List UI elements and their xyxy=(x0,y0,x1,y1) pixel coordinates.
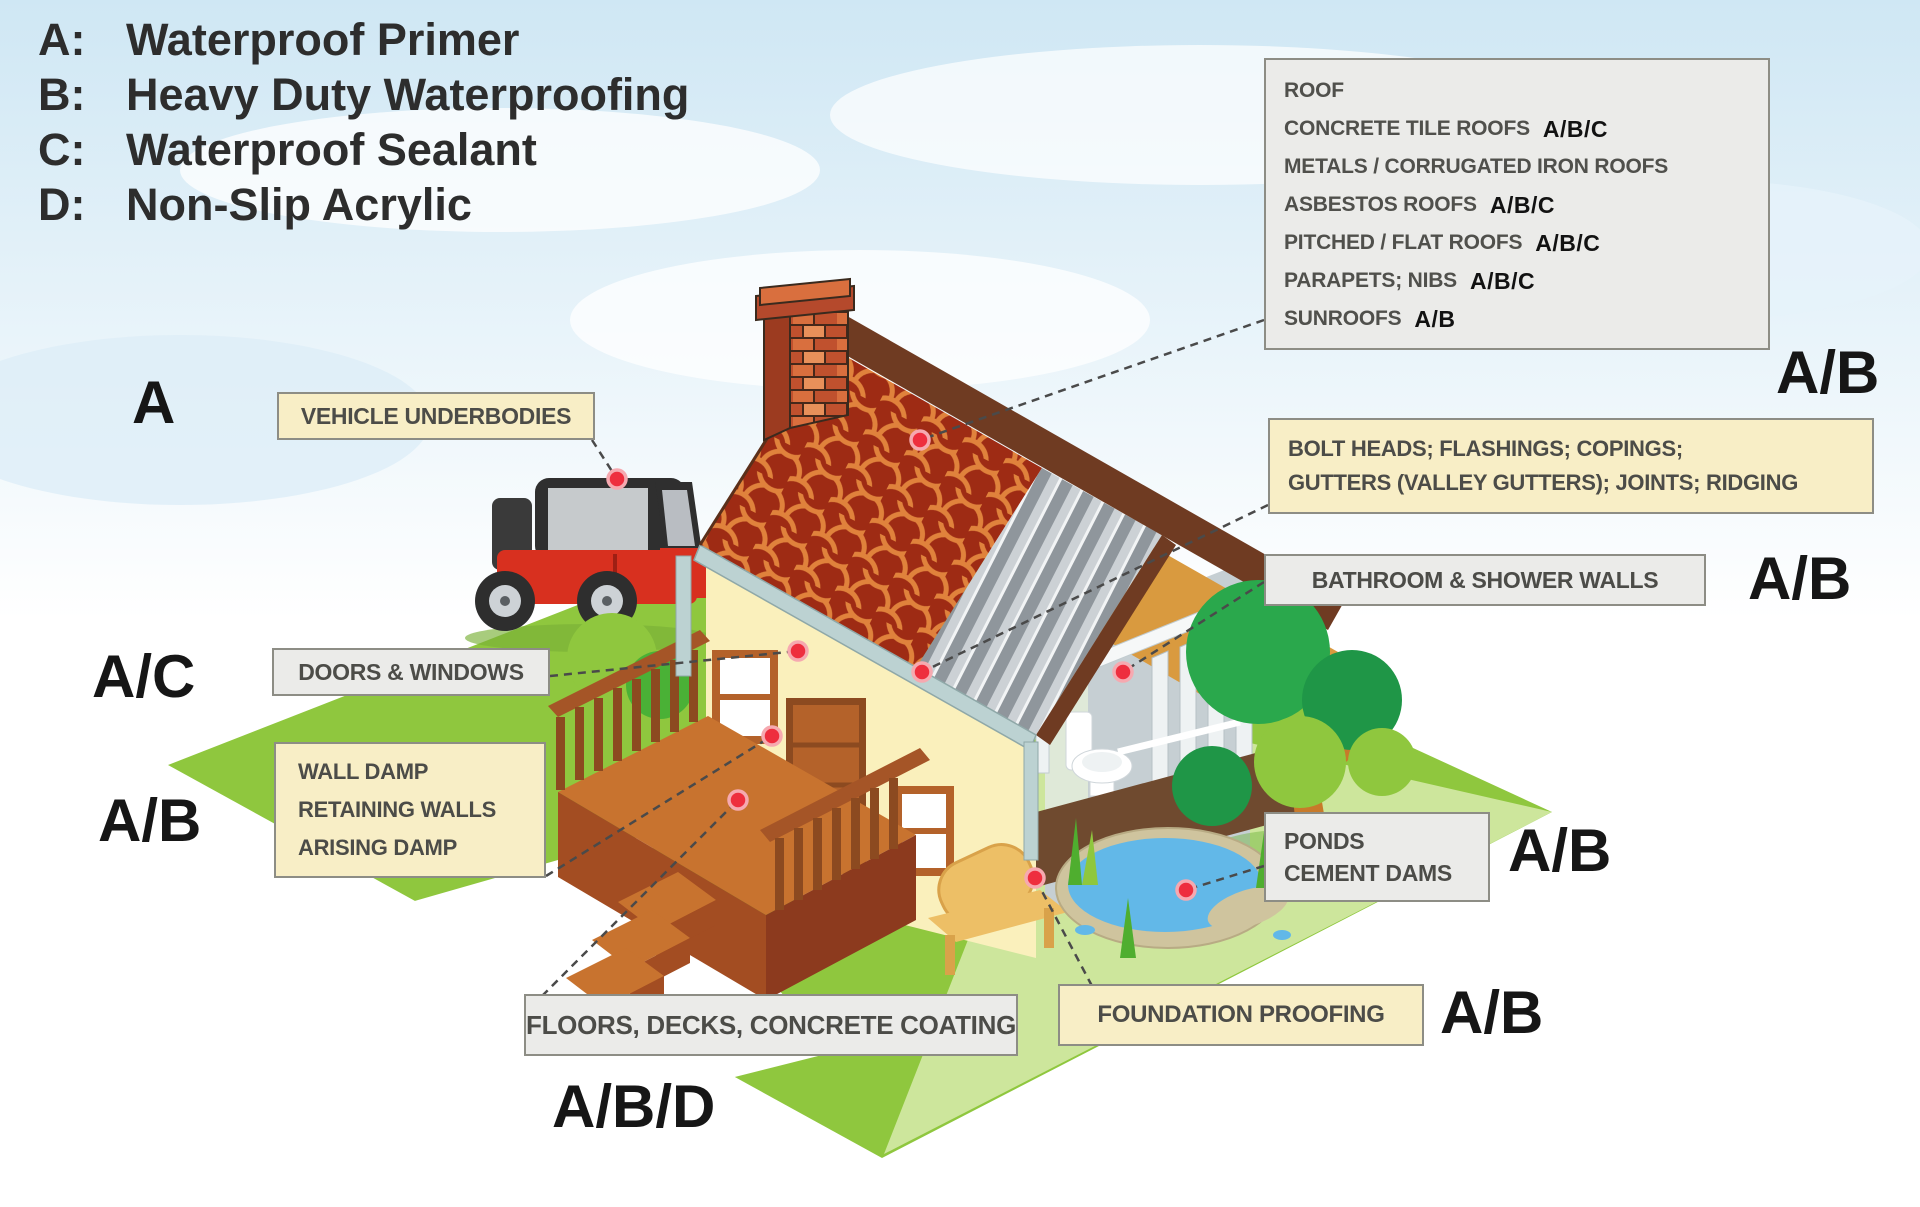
callout-ponds: PONDS CEMENT DAMS xyxy=(1264,812,1490,902)
roof-panel-row: METALS / CORRUGATED IRON ROOFS xyxy=(1284,155,1669,178)
legend-key: D: xyxy=(38,178,86,230)
code-bathroom: A/B xyxy=(1748,545,1852,612)
downpipe-mid xyxy=(1023,741,1039,861)
legend-key: C: xyxy=(38,123,86,175)
leader-lines xyxy=(541,318,1269,997)
legend-item: A: Waterproof Primer xyxy=(38,12,689,67)
roof-panel-row: PARAPETS; NIBS A/B/C xyxy=(1284,267,1536,294)
roof-panel-row: SUNROOFS A/B xyxy=(1284,305,1456,332)
callout-dot xyxy=(606,468,628,490)
callout-dot xyxy=(1024,867,1046,889)
callout-dot xyxy=(1175,879,1197,901)
porch-railing-back xyxy=(548,630,710,790)
legend-label: Waterproof Sealant xyxy=(126,123,537,175)
towel-rail xyxy=(1117,718,1241,756)
leader-floors xyxy=(541,799,739,997)
leader-roof xyxy=(919,318,1265,442)
corrugated-fascia xyxy=(1036,535,1176,745)
code-floors-decks: A/B/D xyxy=(552,1073,716,1140)
roof-panel-row: CONCRETE TILE ROOFS A/B/C xyxy=(1284,115,1608,142)
corrugated-roof xyxy=(916,468,1162,735)
callout-dot xyxy=(761,725,783,747)
callout-wall-damp: WALL DAMP RETAINING WALLS ARISING DAMP xyxy=(274,742,546,878)
callout-dot xyxy=(1112,661,1134,683)
callout-bolt-heads: BOLT HEADS; FLASHINGS; COPINGS; GUTTERS … xyxy=(1268,418,1874,514)
leader-wall-damp xyxy=(545,734,773,878)
chimney xyxy=(755,277,855,442)
callout-dots xyxy=(606,429,1197,901)
porch-steps xyxy=(566,872,716,1031)
code: A/B/C xyxy=(1489,191,1555,218)
code: A/B/C xyxy=(1542,115,1608,142)
legend-label: Non-Slip Acrylic xyxy=(126,178,472,230)
code-doors-windows: A/C xyxy=(92,643,196,710)
callout-dot xyxy=(727,789,749,811)
legend-key: A: xyxy=(38,13,86,65)
ridge-fascia xyxy=(816,308,1345,630)
legend-item: C: Waterproof Sealant xyxy=(38,122,689,177)
callout-foundation: FOUNDATION PROOFING xyxy=(1058,984,1424,1046)
code-roof-area: A/B xyxy=(1776,339,1880,406)
roof-panel-title: ROOF xyxy=(1284,79,1344,102)
code: A/B xyxy=(1414,305,1456,332)
downpipe-left xyxy=(675,555,692,677)
callout-floors-decks: FLOORS, DECKS, CONCRETE COATING xyxy=(524,994,1018,1056)
leader-vehicle xyxy=(590,439,619,480)
toilet xyxy=(1065,711,1133,797)
legend-label: Waterproof Primer xyxy=(126,13,520,65)
code: A/B/C xyxy=(1470,267,1536,294)
code-wall-damp: A/B xyxy=(98,787,202,854)
roof-panel-row: ASBESTOS ROOFS A/B/C xyxy=(1284,191,1555,218)
legend-item: B: Heavy Duty Waterproofing xyxy=(38,67,689,122)
code-ponds: A/B xyxy=(1508,817,1612,884)
callout-dot xyxy=(787,640,809,662)
roof-panel: ROOF CONCRETE TILE ROOFS A/B/C METALS / … xyxy=(1264,58,1770,350)
roof-panel-row: PITCHED / FLAT ROOFS A/B/C xyxy=(1284,229,1601,256)
callout-dot xyxy=(911,661,933,683)
callout-doors-windows: DOORS & WINDOWS xyxy=(272,648,550,696)
callout-dot xyxy=(909,429,931,451)
code-vehicle: A xyxy=(132,369,176,436)
porch xyxy=(548,630,930,1031)
porch-railing-front xyxy=(760,748,930,910)
legend-label: Heavy Duty Waterproofing xyxy=(126,68,690,120)
legend: A: Waterproof Primer B: Heavy Duty Water… xyxy=(38,12,689,232)
callout-vehicle-underbodies: VEHICLE UNDERBODIES xyxy=(277,392,595,440)
bench xyxy=(928,843,1068,975)
leader-foundation xyxy=(1033,877,1094,987)
legend-key: B: xyxy=(38,68,86,120)
legend-item: D: Non-Slip Acrylic xyxy=(38,177,689,232)
callout-bathroom: BATHROOM & SHOWER WALLS xyxy=(1264,554,1706,606)
code-foundation: A/B xyxy=(1440,979,1544,1046)
code: A/B/C xyxy=(1535,229,1601,256)
